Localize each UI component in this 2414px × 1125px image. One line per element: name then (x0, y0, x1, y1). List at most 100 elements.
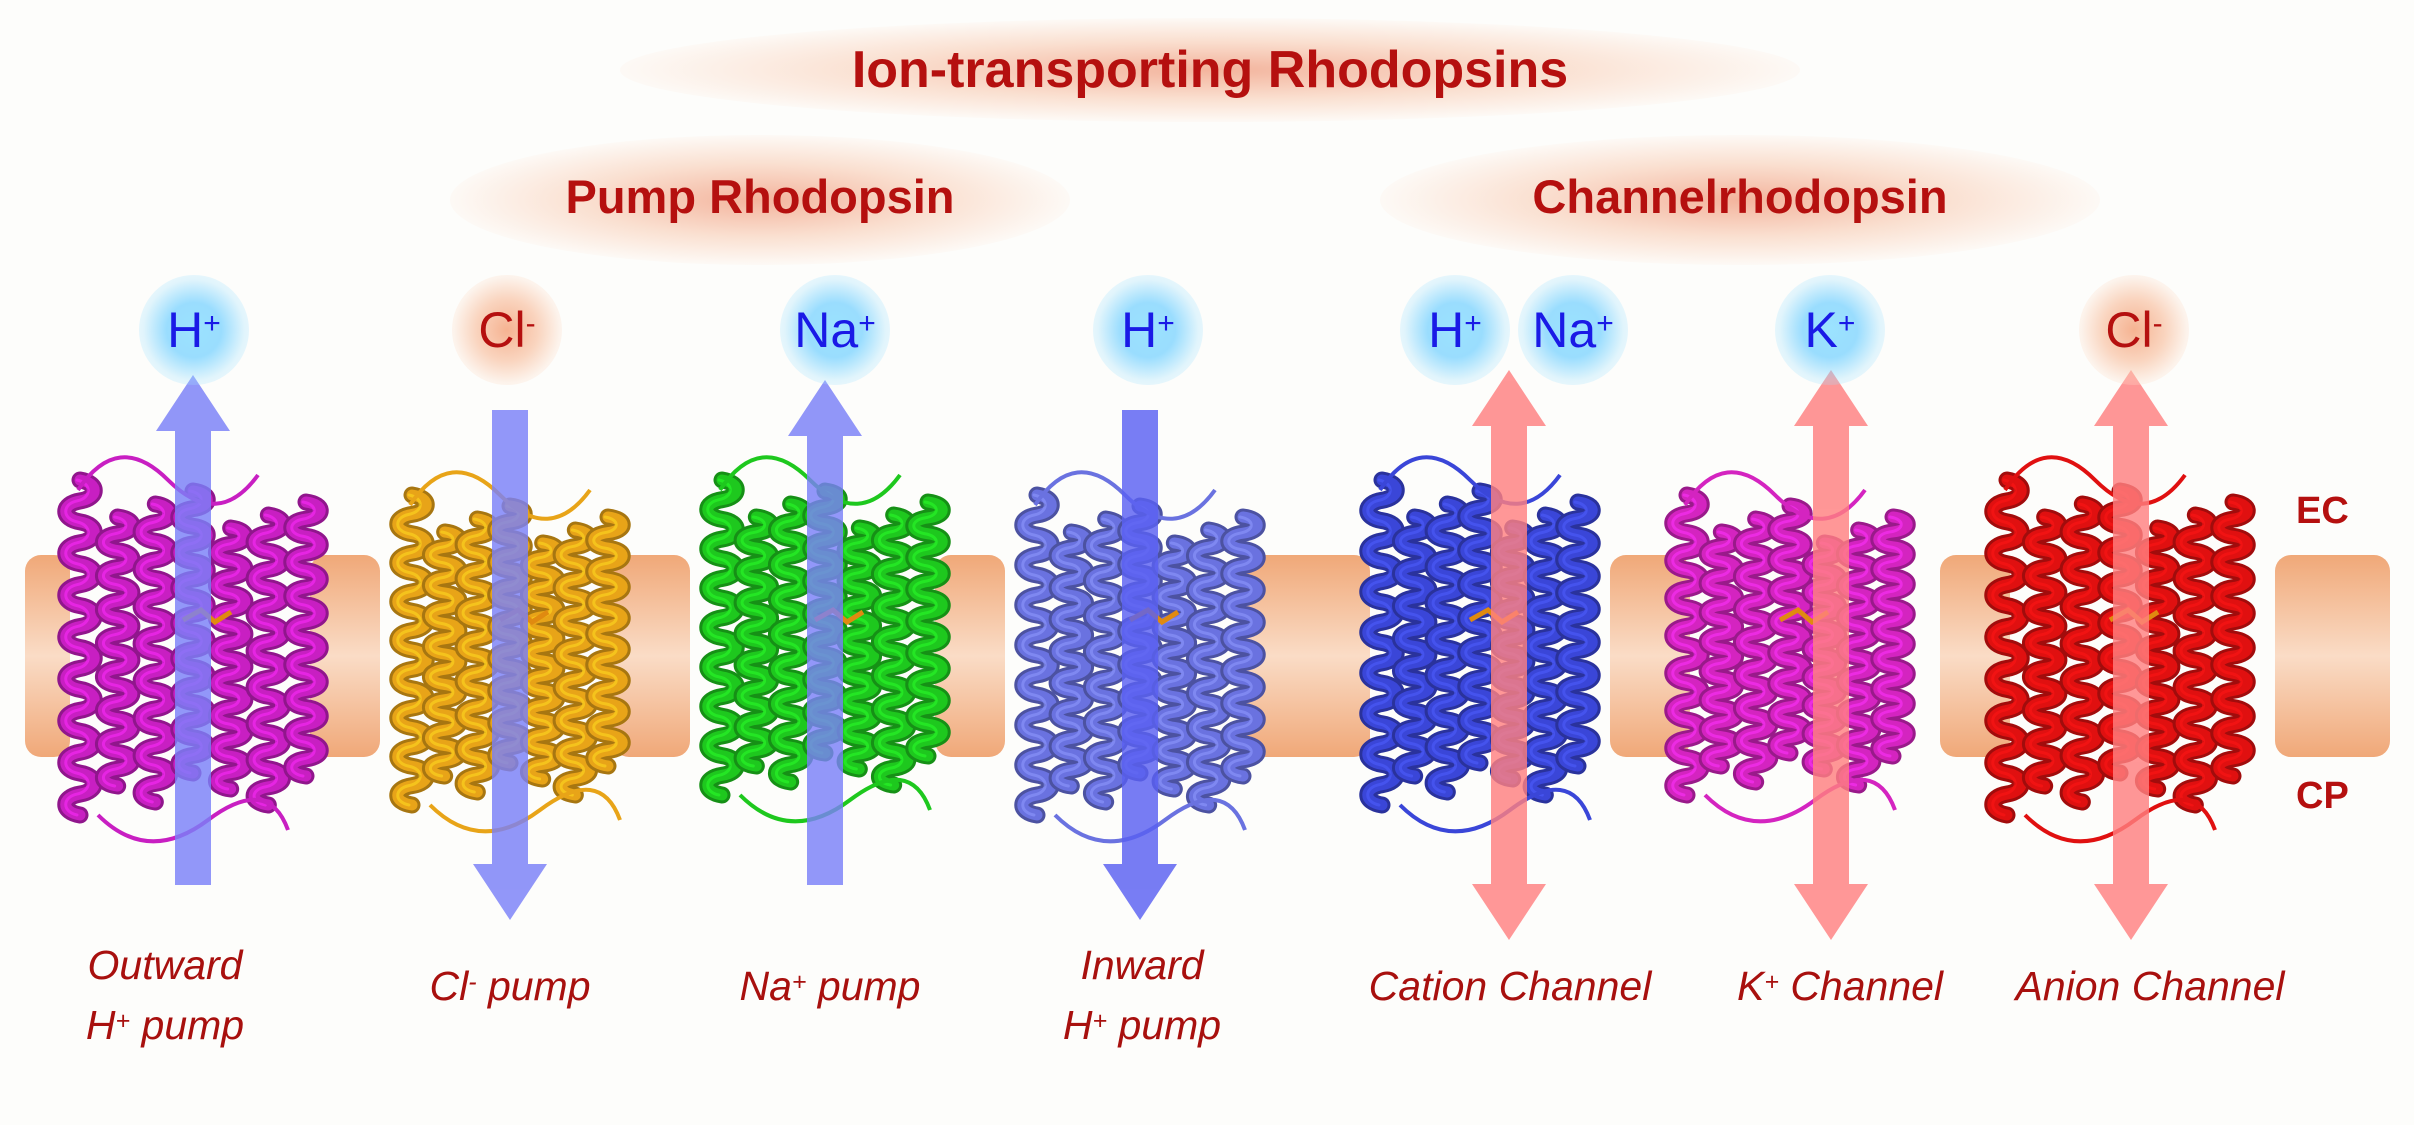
protein-helix-highlight (592, 515, 618, 768)
membrane-segment (310, 555, 380, 757)
ion-bubble: Cl- (2079, 275, 2189, 385)
ion-bubble: Na+ (1518, 275, 1628, 385)
arrow-head-up (1794, 370, 1868, 426)
arrow-shaft (1491, 426, 1527, 884)
caption-line: Outward (87, 942, 243, 988)
protein-helix-highlight (1398, 515, 1425, 778)
caption-charge: + (1092, 1007, 1108, 1035)
caption-text: pump (130, 1002, 245, 1048)
protein-helix-highlight (774, 502, 801, 784)
pump-group-title: Pump Rhodopsin (565, 170, 955, 223)
ion-charge: + (203, 307, 221, 340)
arrow-head-down (1103, 864, 1177, 920)
arrow-head-up (2094, 370, 2168, 426)
protein-helix-highlight (1089, 517, 1116, 804)
ion-symbol: H (1428, 302, 1465, 358)
protein-helix-highlight (64, 478, 90, 817)
caption-outward-h-pump: Outward H+ pump (40, 935, 290, 1055)
caption-text: pump (476, 963, 591, 1009)
caption-ion: Cl (429, 963, 469, 1009)
protein-loop (76, 455, 260, 506)
protein-helix-highlight (290, 500, 316, 778)
caption-text: Anion Channel (2015, 963, 2285, 1009)
protein-helix-highlight (2066, 502, 2093, 804)
ion-bubble: H+ (139, 275, 249, 385)
arrow-shaft (807, 436, 843, 885)
caption-cl-pump: Cl- pump (380, 956, 640, 1016)
arrow-head-up (156, 375, 230, 431)
ion-charge: + (1596, 307, 1614, 340)
arrow-shaft (1813, 426, 1849, 884)
transport-arrow (2094, 370, 2168, 940)
caption-ion: K (1736, 963, 1765, 1009)
arrow-shaft (175, 431, 211, 885)
protein-helix-highlight (2217, 500, 2243, 778)
ion-symbol: K (1804, 302, 1838, 358)
caption-anion-channel: Anion Channel (1985, 956, 2315, 1016)
ion-symbol: Na (1532, 302, 1597, 358)
pump-group-glow: Pump Rhodopsin (450, 135, 1070, 265)
protein-helix-highlight (1739, 517, 1766, 784)
protein-helix-highlight (1529, 513, 1556, 797)
protein-helix-highlight (1562, 500, 1588, 768)
protein-helix-highlight (1774, 504, 1800, 755)
protein-helix-highlight (1366, 478, 1392, 807)
protein-helix-highlight (214, 526, 241, 791)
protein-helix-highlight (740, 515, 767, 768)
caption-na-pump: Na+ pump (700, 956, 960, 1016)
caption-charge: + (115, 1007, 131, 1035)
transport-arrow (788, 380, 862, 885)
protein-helix-highlight (461, 517, 488, 794)
arrow-head-up (788, 380, 862, 436)
channel-group-title: Channelrhodopsin (1532, 170, 1948, 223)
caption-charge: + (791, 968, 807, 996)
arrow-shaft (492, 410, 528, 864)
ion-symbol: H (1121, 302, 1158, 358)
protein-structure (1664, 470, 1916, 824)
caption-ion: Na (739, 963, 792, 1009)
protein-helix-highlight (1158, 541, 1185, 791)
transport-arrow (473, 410, 547, 920)
arrow-head-down (473, 864, 547, 920)
caption-line: Inward (1080, 942, 1204, 988)
ion-charge: + (1837, 307, 1856, 340)
ion-symbol: Na (794, 302, 859, 358)
ion-symbol: Cl (2105, 302, 2153, 358)
ion-charge: + (1157, 307, 1175, 340)
protein-helix-highlight (1671, 493, 1697, 797)
caption-text: Cation Channel (1368, 963, 1652, 1009)
ion-charge: - (2152, 307, 2163, 340)
arrow-head-up (1472, 370, 1546, 426)
protein-helix-highlight (559, 528, 586, 797)
protein-loop (738, 777, 932, 824)
protein-helix-highlight (101, 515, 128, 788)
transport-arrow (1794, 370, 1868, 940)
ion-bubble: H+ (1400, 275, 1510, 385)
protein-helix-highlight (428, 530, 455, 778)
caption-inward-h-pump: Inward H+ pump (1017, 935, 1267, 1055)
membrane-segment (613, 555, 690, 757)
ion-symbol: Cl (478, 302, 526, 358)
protein-loop (2003, 455, 2187, 506)
protein-helix-highlight (843, 526, 870, 771)
caption-charge: - (468, 968, 477, 996)
protein-structure (1984, 455, 2256, 844)
membrane-segment (1240, 555, 1370, 757)
protein-helix-highlight (2179, 513, 2206, 807)
ion-symbol: H (167, 302, 204, 358)
caption-ion: H (1062, 1002, 1093, 1048)
protein-helix-highlight (396, 493, 422, 807)
ion-bubble: K+ (1775, 275, 1885, 385)
protein-helix-highlight (1055, 530, 1082, 788)
caption-text: Channel (1778, 963, 1944, 1009)
arrow-head-down (1794, 884, 1868, 940)
channel-group-glow: Channelrhodopsin (1380, 135, 2100, 265)
protein-helix-highlight (252, 513, 279, 807)
caption-ion: H (85, 1002, 116, 1048)
protein-helix-highlight (1464, 489, 1490, 765)
arrow-head-down (1472, 884, 1546, 940)
protein-helix-highlight (1991, 478, 2017, 817)
protein-structure (1359, 455, 1601, 834)
